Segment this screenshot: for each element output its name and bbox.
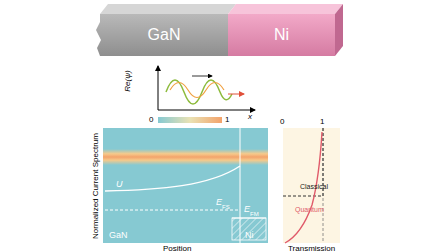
axis-title: Position [163,245,191,252]
material-block: GaN [100,14,228,56]
axis-title: Normalized Current Spectrum [92,133,100,239]
energy-subscript: FS [222,204,230,210]
energy-label: E [216,198,222,207]
axis-label: x [248,113,252,121]
block-label: Ni [274,27,289,43]
curve-label: U [116,180,123,189]
energy-label: E [244,205,250,214]
scale-number: 0 [280,118,284,126]
axis-title: Transmission [288,245,335,252]
block-label: GaN [148,27,181,43]
scale-number: 1 [225,116,229,124]
scale-number: 1 [320,118,324,126]
material-block: Ni [228,14,335,56]
region-label: Ni [245,231,254,240]
curve-label: Quantum [295,206,324,213]
scale-number: 0 [149,116,153,124]
region-label: GaN [109,231,128,240]
curve-label: Classical [300,183,328,190]
axis-label: Re(ψ) [124,70,132,91]
energy-subscript: FM [250,211,259,217]
